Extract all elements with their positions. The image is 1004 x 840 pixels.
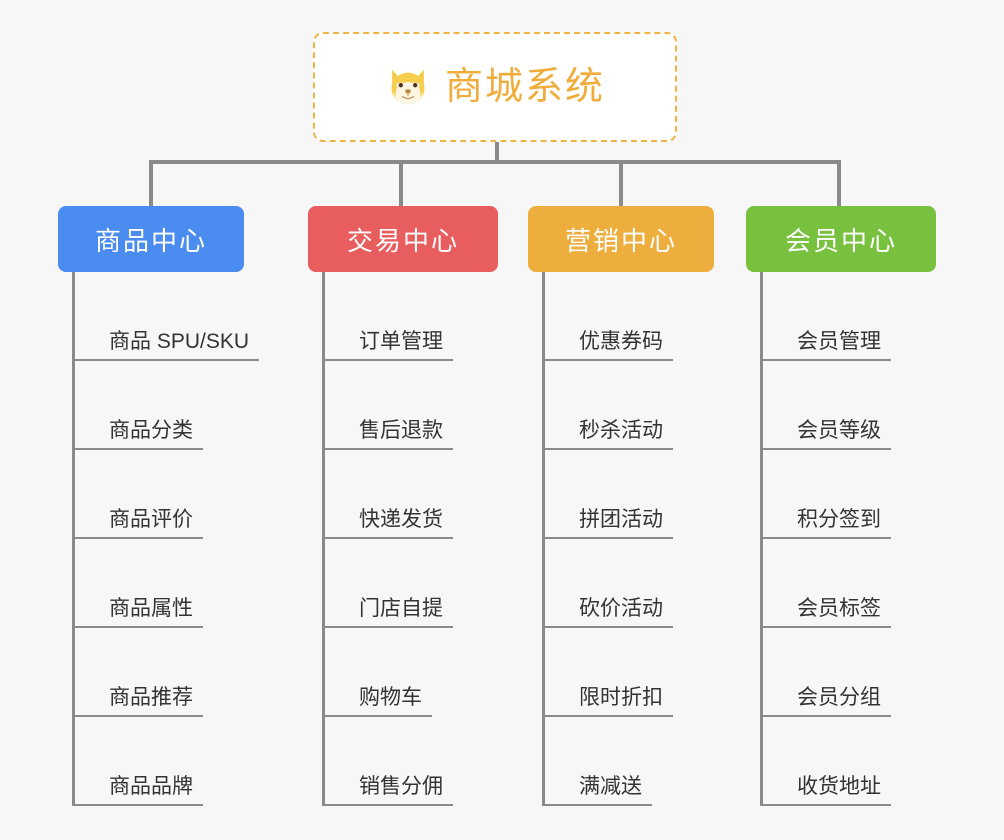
- leaf-list-product-center: 商品 SPU/SKU 商品分类 商品评价 商品属性 商品推荐 商品品牌: [72, 272, 280, 806]
- list-item[interactable]: 商品 SPU/SKU: [72, 272, 280, 361]
- leaf-label: 优惠券码: [542, 330, 673, 361]
- leaf-label: 满减送: [542, 775, 652, 806]
- leaf-label: 秒杀活动: [542, 419, 673, 450]
- list-item[interactable]: 收货地址: [760, 717, 968, 806]
- category-label: 会员中心: [784, 225, 897, 256]
- list-item[interactable]: 商品品牌: [72, 717, 280, 806]
- list-item[interactable]: 商品分类: [72, 361, 280, 450]
- list-item[interactable]: 优惠券码: [542, 272, 750, 361]
- connector-branch-1: [149, 160, 153, 206]
- list-item[interactable]: 限时折扣: [542, 628, 750, 717]
- leaf-label: 商品 SPU/SKU: [72, 330, 260, 361]
- category-box-trade-center[interactable]: 交易中心: [308, 206, 498, 272]
- column-member-center: 会员中心 会员管理 会员等级 积分签到 会员标签 会员分组 收货地址: [746, 206, 968, 806]
- leaf-list-marketing-center: 优惠券码 秒杀活动 拼团活动 砍价活动 限时折扣 满减送: [542, 272, 750, 806]
- list-item[interactable]: 商品评价: [72, 450, 280, 539]
- leaf-label: 商品分类: [72, 419, 203, 450]
- connector-branch-3: [619, 160, 623, 206]
- leaf-label: 商品品牌: [72, 775, 203, 806]
- leaf-label: 商品评价: [72, 508, 203, 539]
- leaf-label: 会员管理: [760, 330, 891, 361]
- category-label: 商品中心: [94, 225, 207, 256]
- connector-branch-4: [837, 160, 841, 206]
- list-item[interactable]: 砍价活动: [542, 539, 750, 628]
- list-item[interactable]: 会员标签: [760, 539, 968, 628]
- list-item[interactable]: 满减送: [542, 717, 750, 806]
- list-item[interactable]: 销售分佣: [322, 717, 530, 806]
- root-title: 商城系统: [444, 66, 605, 108]
- list-item[interactable]: 售后退款: [322, 361, 530, 450]
- leaf-label: 售后退款: [322, 419, 453, 450]
- list-item[interactable]: 快递发货: [322, 450, 530, 539]
- leaf-label: 门店自提: [322, 597, 453, 628]
- leaf-list-trade-center: 订单管理 售后退款 快递发货 门店自提 购物车 销售分佣: [322, 272, 530, 806]
- list-item[interactable]: 会员管理: [760, 272, 968, 361]
- leaf-label: 快递发货: [322, 508, 453, 539]
- category-label: 交易中心: [346, 225, 459, 256]
- column-product-center: 商品中心 商品 SPU/SKU 商品分类 商品评价 商品属性 商品推荐 商品品牌: [58, 206, 280, 806]
- list-item[interactable]: 会员等级: [760, 361, 968, 450]
- list-item[interactable]: 会员分组: [760, 628, 968, 717]
- list-item[interactable]: 积分签到: [760, 450, 968, 539]
- connector-branch-2: [399, 160, 403, 206]
- leaf-label: 收货地址: [760, 775, 891, 806]
- root-node[interactable]: 商城系统: [313, 32, 677, 142]
- leaf-label: 会员等级: [760, 419, 891, 450]
- leaf-label: 商品属性: [72, 597, 203, 628]
- leaf-label: 拼团活动: [542, 508, 673, 539]
- leaf-label: 积分签到: [760, 508, 891, 539]
- leaf-label: 会员标签: [760, 597, 891, 628]
- column-trade-center: 交易中心 订单管理 售后退款 快递发货 门店自提 购物车 销售分佣: [308, 206, 530, 806]
- leaf-label: 购物车: [322, 686, 432, 717]
- list-item[interactable]: 拼团活动: [542, 450, 750, 539]
- list-item[interactable]: 订单管理: [322, 272, 530, 361]
- leaf-label: 限时折扣: [542, 686, 673, 717]
- leaf-label: 砍价活动: [542, 597, 673, 628]
- list-item[interactable]: 商品属性: [72, 539, 280, 628]
- category-box-member-center[interactable]: 会员中心: [746, 206, 936, 272]
- category-label: 营销中心: [564, 225, 677, 256]
- category-box-marketing-center[interactable]: 营销中心: [528, 206, 714, 272]
- category-box-product-center[interactable]: 商品中心: [58, 206, 244, 272]
- connector-horizontal-bus: [149, 160, 841, 164]
- leaf-label: 订单管理: [322, 330, 453, 361]
- list-item[interactable]: 商品推荐: [72, 628, 280, 717]
- list-item[interactable]: 秒杀活动: [542, 361, 750, 450]
- column-marketing-center: 营销中心 优惠券码 秒杀活动 拼团活动 砍价活动 限时折扣 满减送: [528, 206, 750, 806]
- leaf-list-member-center: 会员管理 会员等级 积分签到 会员标签 会员分组 收货地址: [760, 272, 968, 806]
- connector-root-stem: [495, 142, 499, 164]
- leaf-label: 销售分佣: [322, 775, 453, 806]
- list-item[interactable]: 购物车: [322, 628, 530, 717]
- leaf-label: 商品推荐: [72, 686, 203, 717]
- dog-face-icon: [385, 64, 431, 110]
- list-item[interactable]: 门店自提: [322, 539, 530, 628]
- leaf-label: 会员分组: [760, 686, 891, 717]
